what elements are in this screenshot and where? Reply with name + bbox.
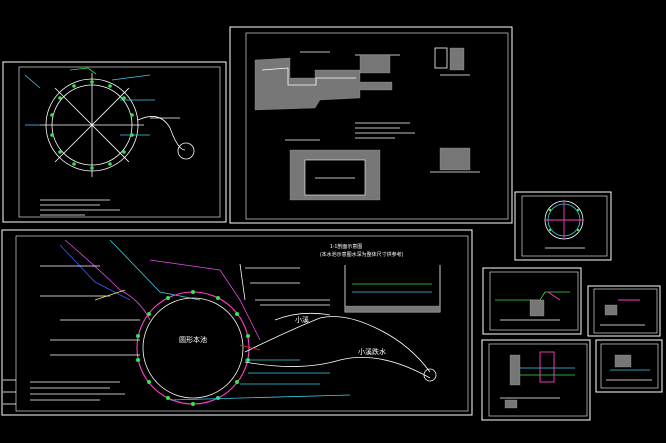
sheet-detail-d (595, 339, 663, 393)
section-notes (285, 51, 415, 141)
plan-outlet-pipe (137, 116, 186, 151)
sheet-detail-c (481, 339, 591, 421)
cross-section-title: 1-1剖面示意图 (330, 243, 362, 250)
section-detail-right (430, 147, 480, 173)
site-boundary-line (149, 259, 261, 341)
cross-section-note: (本水池示意图水深为整体尺寸供参考) (320, 251, 404, 258)
plan-leaders (24, 74, 155, 136)
section-step-wall (254, 54, 400, 111)
main-pool-label: 圆形本池 (179, 335, 207, 344)
sheet-section-details (229, 26, 513, 224)
plan-dimension-top (69, 67, 97, 75)
sheet-site-plan: 圆形本池 小溪 小溪跌水 (1, 229, 473, 416)
plan-node-ring (50, 80, 134, 170)
section-small-detail (434, 47, 470, 76)
sheet-detail-a (482, 267, 582, 335)
cross-section-inset: 1-1剖面示意图 (本水池示意图水深为整体尺寸供参考) (320, 243, 441, 313)
plan-notes (40, 199, 120, 216)
main-pool: 圆形本池 (136, 290, 250, 406)
plan-outlet-well (177, 142, 195, 160)
site-notes (30, 381, 125, 401)
site-retaining-line (64, 239, 151, 321)
small-pool-outlet-label: 小溪跌水 (358, 347, 386, 356)
sheet-detail-b (587, 285, 661, 337)
plan-radial-lines (40, 73, 144, 177)
site-pipe-runs (169, 344, 351, 401)
sheet-circle-plan (2, 61, 227, 223)
sheet-small-circle (514, 191, 612, 261)
site-leaders-right (239, 263, 330, 306)
site-leaders-left (40, 265, 140, 356)
site-legend-strip (3, 379, 16, 405)
site-blue-line (59, 244, 131, 301)
section-basin-lower (289, 149, 381, 201)
stream-channel: 小溪 小溪跌水 (244, 312, 437, 382)
small-pool-label: 小溪 (295, 315, 309, 324)
site-pipe-line-a (109, 239, 201, 301)
stream-outlet-well (423, 368, 437, 382)
